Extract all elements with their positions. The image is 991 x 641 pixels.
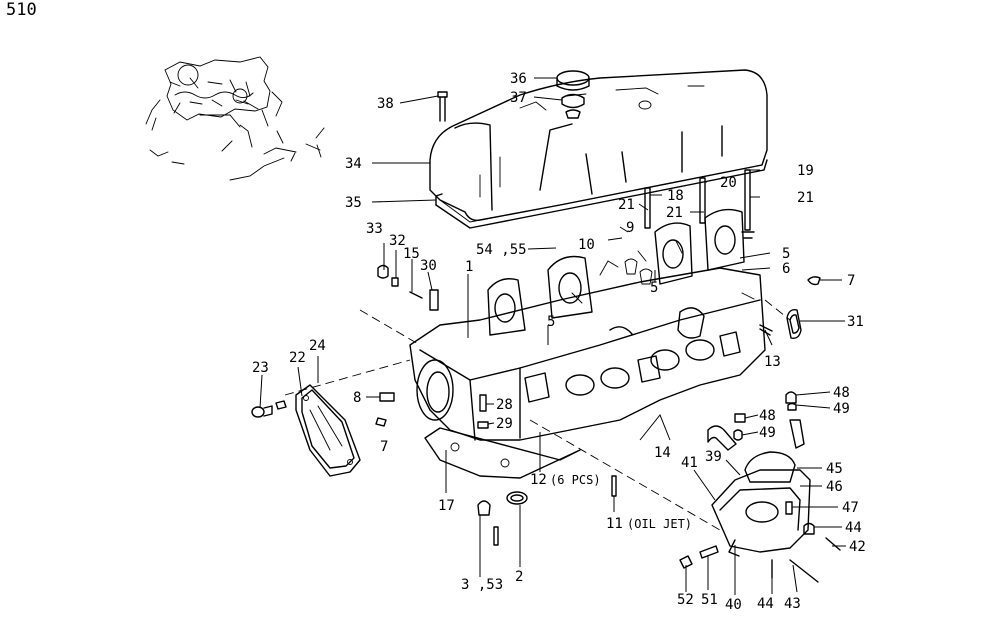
callout-5-middle: 5 (650, 280, 658, 296)
callout-7-left: 7 (380, 439, 388, 455)
callout-9: 9 (626, 220, 634, 236)
diagram-page-code: 510 (6, 0, 37, 20)
callout-5-right: 5 (782, 246, 790, 262)
callout-11-note: (OIL JET) (627, 517, 692, 531)
callout-35: 35 (345, 195, 362, 211)
callout-29: 29 (496, 416, 513, 432)
front-cover-plate (295, 384, 361, 477)
callout-21-middle: 21 (666, 205, 683, 221)
callout-47: 47 (842, 500, 859, 516)
callout-24: 24 (309, 338, 326, 354)
callout-15: 15 (403, 246, 420, 262)
callout-13: 13 (764, 354, 781, 370)
plug-33 (377, 264, 389, 279)
callout-51: 51 (701, 592, 718, 608)
callout-37: 37 (510, 90, 527, 106)
manifold-gasket (424, 427, 581, 479)
callout-20: 20 (720, 175, 737, 191)
callout-40: 40 (725, 597, 742, 613)
callout-21-right: 21 (797, 190, 814, 206)
callout-7-right: 7 (847, 273, 855, 289)
callout-42: 42 (849, 539, 866, 555)
bolt-28 (479, 394, 487, 412)
callout-21-left: 21 (618, 197, 635, 213)
alignment-line-lower (529, 419, 721, 531)
callout-8: 8 (353, 390, 361, 406)
callout-43: 43 (784, 596, 801, 612)
sleeve-30 (429, 289, 439, 311)
callout-10: 10 (578, 237, 595, 253)
callout-17: 17 (438, 498, 455, 514)
callout-48-right: 48 (833, 385, 850, 401)
callout-36: 36 (510, 71, 527, 87)
thermostat-housing (711, 469, 811, 557)
alignment-line-right (764, 299, 791, 321)
plug-7-left (375, 417, 387, 427)
callout-2: 2 (515, 569, 523, 585)
callout-32: 32 (389, 233, 406, 249)
callout-41: 41 (681, 455, 698, 471)
callout-39: 39 (705, 449, 722, 465)
callout-19: 19 (797, 163, 814, 179)
callout-31: 31 (847, 314, 864, 330)
callout-44-right: 44 (845, 520, 862, 536)
rocker-cover-gasket (435, 159, 768, 229)
callout-46: 46 (826, 479, 843, 495)
plug-7-right (807, 276, 821, 286)
water-outlet (744, 451, 796, 483)
bolt-29 (477, 421, 489, 429)
callout-52: 52 (677, 592, 694, 608)
callout-23: 23 (252, 360, 269, 376)
plug-3 (477, 500, 499, 546)
callout-5-left: 5 (547, 314, 555, 330)
callout-49-right: 49 (833, 401, 850, 417)
cap-2 (506, 491, 528, 505)
callout-12: 12 (530, 472, 547, 488)
cover-31 (786, 308, 802, 340)
alignment-line-left (359, 309, 421, 346)
callout-33: 33 (366, 221, 383, 237)
stud-15 (409, 291, 423, 299)
callout-12-note: (6 PCS) (550, 473, 601, 487)
callout-18: 18 (667, 188, 684, 204)
leader-lines (259, 77, 846, 595)
callout-14: 14 (654, 445, 671, 461)
callout-6: 6 (782, 261, 790, 277)
housing-bolts (679, 501, 841, 583)
engine-locator-thumbnail (145, 56, 325, 181)
stud-13 (759, 324, 773, 336)
callout-48-left: 48 (759, 408, 776, 424)
callout-1: 1 (465, 259, 473, 275)
callout-3-53: 3 ,53 (461, 577, 503, 593)
plug-8 (379, 392, 395, 402)
callout-34: 34 (345, 156, 362, 172)
cylinder-head (409, 208, 766, 441)
oil-jet (611, 475, 617, 497)
callout-11: 11 (606, 516, 623, 532)
alignment-line-front (284, 359, 411, 396)
bolt-38 (437, 91, 448, 122)
callout-54-55: 54 ,55 (476, 242, 527, 258)
hose-fitting (707, 391, 805, 451)
callout-30: 30 (420, 258, 437, 274)
plug-23 (251, 405, 273, 418)
callout-44-bottom: 44 (757, 596, 774, 612)
callout-38: 38 (377, 96, 394, 112)
callout-49-left: 49 (759, 425, 776, 441)
callout-28: 28 (496, 397, 513, 413)
callout-22: 22 (289, 350, 306, 366)
bolt-32 (391, 277, 399, 287)
rocker-cover (429, 69, 768, 223)
callout-45: 45 (826, 461, 843, 477)
bolt-22 (275, 400, 287, 410)
